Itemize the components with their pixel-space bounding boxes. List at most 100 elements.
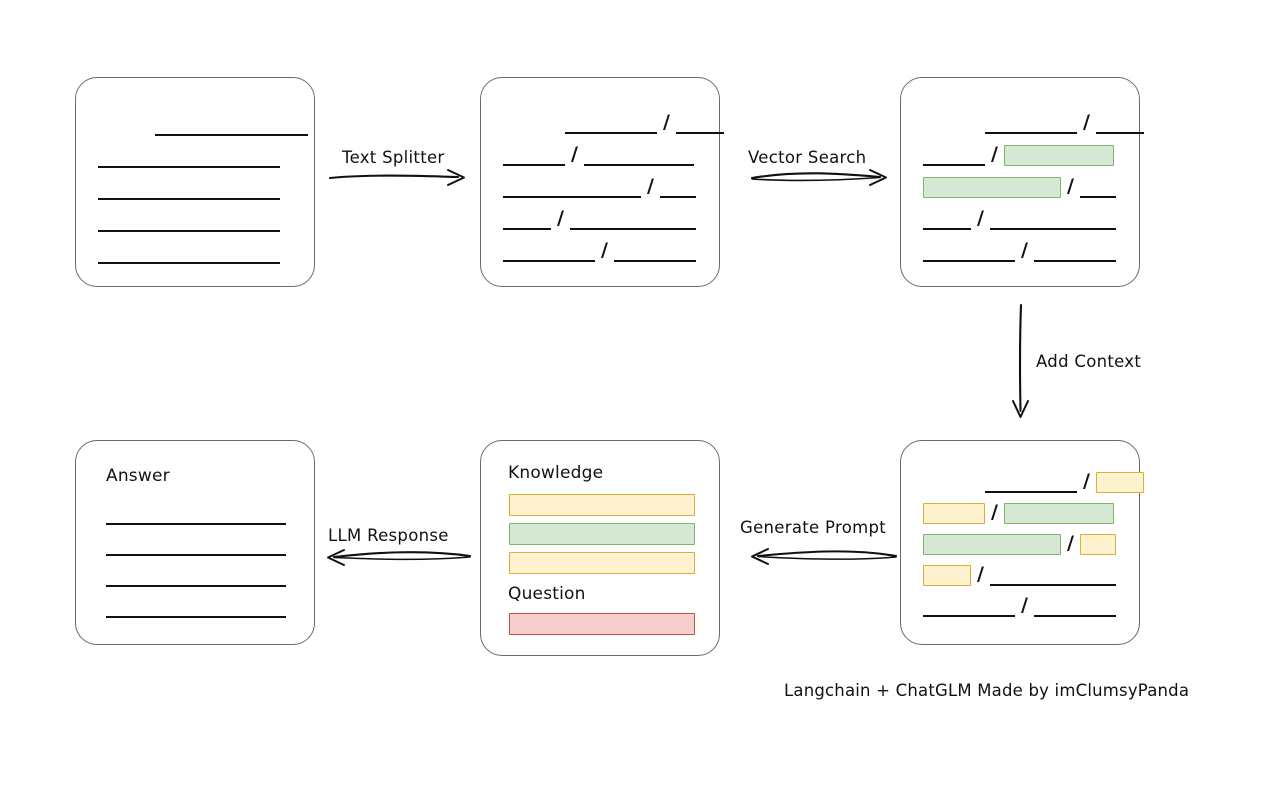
text-line-segment bbox=[923, 244, 1015, 262]
text-line-segment bbox=[106, 507, 286, 525]
arrow-label-text-splitter: Text Splitter bbox=[342, 148, 445, 167]
text-line-segment bbox=[98, 150, 280, 168]
text-line-segment bbox=[503, 148, 565, 166]
doc-line bbox=[76, 146, 314, 168]
answer-card: Answer bbox=[75, 440, 315, 645]
split-chunks-card: / / / / / bbox=[480, 77, 724, 287]
text-line-segment bbox=[659, 180, 696, 198]
doc-line bbox=[76, 210, 314, 232]
doc-line: / bbox=[901, 176, 1139, 198]
arrow-label-generate-prompt: Generate Prompt bbox=[740, 518, 886, 537]
doc-line: / bbox=[901, 564, 1139, 586]
text-line-segment bbox=[98, 246, 280, 264]
text-line-segment bbox=[923, 148, 985, 166]
arrow-llm-response bbox=[327, 549, 472, 566]
question-red-bar bbox=[509, 613, 695, 635]
doc-line: / bbox=[901, 469, 1144, 493]
text-line-segment bbox=[569, 212, 696, 230]
doc-line: / bbox=[901, 240, 1139, 262]
highlight-chip-yellow bbox=[1095, 471, 1144, 493]
doc-line: / bbox=[481, 176, 719, 198]
text-line-segment bbox=[1079, 180, 1116, 198]
answer-heading: Answer bbox=[106, 466, 170, 486]
doc-line bbox=[76, 178, 314, 200]
text-line-segment bbox=[565, 116, 657, 134]
chunk-separator-slash: / bbox=[1083, 469, 1090, 492]
text-line-segment bbox=[98, 182, 280, 200]
arrow-label-add-context: Add Context bbox=[1036, 352, 1142, 371]
doc-line: / bbox=[901, 144, 1139, 166]
highlight-chip-green bbox=[923, 533, 1061, 555]
text-line-segment bbox=[985, 475, 1077, 493]
arrow-vector-search bbox=[750, 169, 887, 186]
text-line-segment bbox=[923, 599, 1015, 617]
chunk-separator-slash: / bbox=[977, 562, 984, 585]
chunk-separator-slash: / bbox=[557, 206, 564, 229]
text-line-segment bbox=[503, 244, 595, 262]
text-line-segment bbox=[583, 148, 694, 166]
doc-line: / bbox=[481, 144, 719, 166]
highlight-chip-green bbox=[1003, 502, 1114, 524]
text-line-segment bbox=[503, 212, 551, 230]
doc-line: / bbox=[481, 240, 719, 262]
prompt-card: Knowledge Question bbox=[480, 440, 720, 656]
context-chunks-card: / / / / / bbox=[900, 440, 1144, 645]
chunk-separator-slash: / bbox=[991, 500, 998, 523]
source-document-lines bbox=[76, 78, 314, 286]
text-line-segment bbox=[989, 212, 1116, 230]
chunk-separator-slash: / bbox=[601, 238, 608, 261]
chunk-separator-slash: / bbox=[1083, 110, 1090, 133]
chunk-separator-slash: / bbox=[663, 110, 670, 133]
highlight-chip-yellow bbox=[1079, 533, 1116, 555]
doc-line: / bbox=[481, 110, 724, 134]
context-chunks-lines: / / / / / bbox=[901, 441, 1144, 644]
chunk-separator-slash: / bbox=[1021, 593, 1028, 616]
text-line-segment bbox=[98, 214, 280, 232]
text-line-segment bbox=[106, 538, 286, 556]
knowledge-green-bar bbox=[509, 523, 695, 545]
question-heading: Question bbox=[508, 584, 586, 604]
highlight-chip-green bbox=[923, 176, 1061, 198]
source-document-card bbox=[75, 77, 315, 287]
chunk-separator-slash: / bbox=[571, 142, 578, 165]
doc-line bbox=[76, 114, 314, 136]
split-chunks-lines: / / / / / bbox=[481, 78, 724, 286]
text-line-segment bbox=[155, 118, 308, 136]
text-line-segment bbox=[985, 116, 1077, 134]
chunk-separator-slash: / bbox=[647, 174, 654, 197]
doc-line: / bbox=[901, 533, 1139, 555]
highlight-chip-yellow bbox=[923, 502, 985, 524]
text-line-segment bbox=[923, 212, 971, 230]
chunk-separator-slash: / bbox=[1067, 531, 1074, 554]
knowledge-yellow-bar bbox=[509, 494, 695, 516]
doc-line: / bbox=[901, 110, 1144, 134]
matched-chunks-lines: / / / / / bbox=[901, 78, 1144, 286]
arrow-generate-prompt bbox=[751, 548, 898, 565]
chunk-separator-slash: / bbox=[991, 142, 998, 165]
text-line-segment bbox=[1095, 116, 1144, 134]
text-line-segment bbox=[1033, 244, 1116, 262]
doc-line bbox=[76, 565, 314, 587]
chunk-separator-slash: / bbox=[977, 206, 984, 229]
footer-credit: Langchain + ChatGLM Made by imClumsyPand… bbox=[784, 681, 1190, 700]
text-line-segment bbox=[675, 116, 724, 134]
chunk-separator-slash: / bbox=[1067, 174, 1074, 197]
arrow-label-vector-search: Vector Search bbox=[748, 148, 867, 167]
text-line-segment bbox=[613, 244, 696, 262]
doc-line bbox=[76, 503, 314, 525]
chunk-separator-slash: / bbox=[1021, 238, 1028, 261]
doc-line bbox=[76, 534, 314, 556]
doc-line: / bbox=[901, 502, 1139, 524]
doc-line bbox=[76, 242, 314, 264]
doc-line: / bbox=[901, 208, 1139, 230]
text-line-segment bbox=[106, 569, 286, 587]
doc-line: / bbox=[901, 595, 1139, 617]
text-line-segment bbox=[1033, 599, 1116, 617]
text-line-segment bbox=[503, 180, 641, 198]
text-line-segment bbox=[989, 568, 1116, 586]
answer-lines bbox=[76, 441, 314, 644]
matched-chunks-card: / / / / / bbox=[900, 77, 1144, 287]
arrow-add-context bbox=[1012, 303, 1029, 418]
highlight-chip-yellow bbox=[923, 564, 971, 586]
text-line-segment bbox=[106, 600, 286, 618]
